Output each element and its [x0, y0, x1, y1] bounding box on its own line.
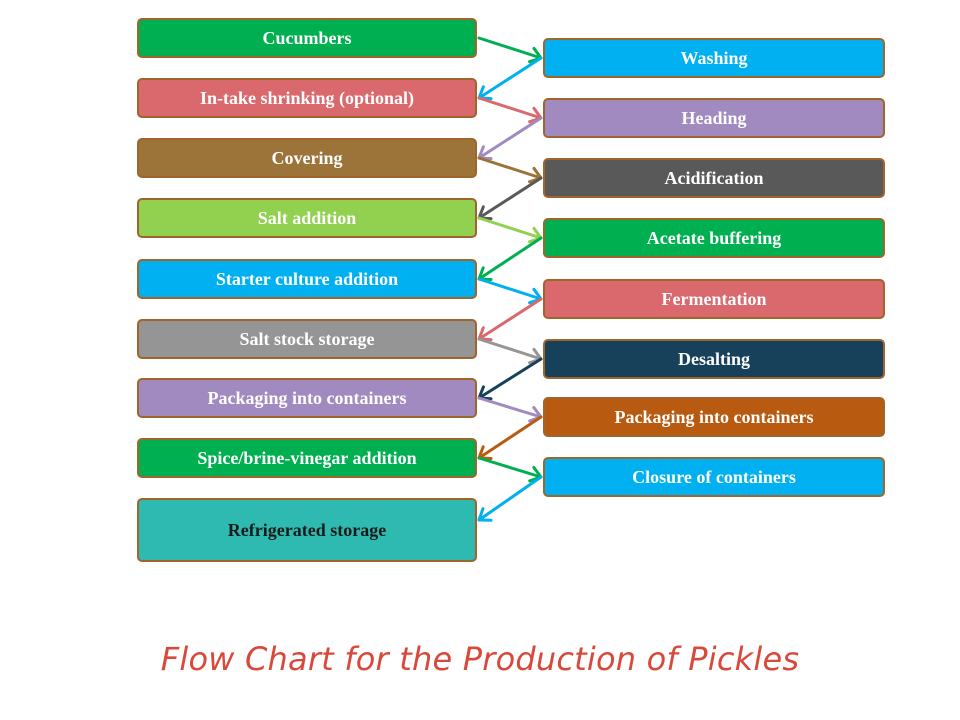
step-label: In-take shrinking (optional) — [199, 88, 415, 108]
step-label: Washing — [680, 48, 748, 68]
flow-arrow — [477, 116, 543, 161]
left-step-6: Salt stock storage — [137, 319, 477, 359]
flow-arrow — [477, 36, 543, 64]
step-label: Starter culture addition — [215, 269, 399, 289]
step-label: Packaging into containers — [207, 388, 407, 408]
step-label: Acidification — [664, 168, 764, 188]
page-title: Flow Chart for the Production of Pickles — [160, 640, 800, 678]
flow-arrow — [477, 277, 543, 305]
step-label: Heading — [681, 108, 747, 128]
right-step-6: Desalting — [543, 339, 885, 379]
step-label: Cucumbers — [262, 28, 352, 48]
right-step-4: Acetate buffering — [543, 218, 885, 258]
flow-arrow — [477, 396, 543, 423]
flow-arrow — [477, 176, 543, 221]
step-label: Packaging into containers — [614, 407, 814, 427]
right-step-2: Heading — [543, 98, 885, 138]
step-label: Desalting — [678, 349, 750, 369]
step-label: Refrigerated storage — [227, 520, 387, 540]
left-step-7: Packaging into containers — [137, 378, 477, 418]
step-label: Fermentation — [661, 289, 767, 309]
flow-arrow — [477, 475, 543, 522]
flow-arrow — [477, 297, 543, 342]
flow-arrow — [477, 337, 543, 365]
right-step-7: Packaging into containers — [543, 397, 885, 437]
flow-arrow — [477, 456, 543, 483]
flow-arrow — [477, 357, 543, 401]
left-step-2: In-take shrinking (optional) — [137, 78, 477, 118]
step-label: Acetate buffering — [646, 228, 782, 248]
left-step-4: Salt addition — [137, 198, 477, 238]
step-label: Salt addition — [257, 208, 357, 228]
flow-arrow — [477, 216, 543, 244]
right-step-1: Washing — [543, 38, 885, 78]
step-label: Spice/brine-vinegar addition — [197, 448, 417, 468]
left-step-3: Covering — [137, 138, 477, 178]
flow-arrow — [477, 156, 543, 184]
flow-arrow — [477, 96, 543, 124]
step-label: Closure of containers — [632, 467, 796, 487]
flow-arrow — [477, 236, 543, 282]
right-step-3: Acidification — [543, 158, 885, 198]
left-step-8: Spice/brine-vinegar addition — [137, 438, 477, 478]
left-step-9: Refrigerated storage — [137, 498, 477, 562]
left-step-5: Starter culture addition — [137, 259, 477, 299]
flow-arrow — [477, 415, 543, 461]
step-label: Covering — [271, 148, 343, 168]
right-step-8: Closure of containers — [543, 457, 885, 497]
left-step-1: Cucumbers — [137, 18, 477, 58]
flow-arrow — [477, 56, 543, 101]
step-label: Salt stock storage — [239, 329, 375, 349]
right-step-5: Fermentation — [543, 279, 885, 319]
